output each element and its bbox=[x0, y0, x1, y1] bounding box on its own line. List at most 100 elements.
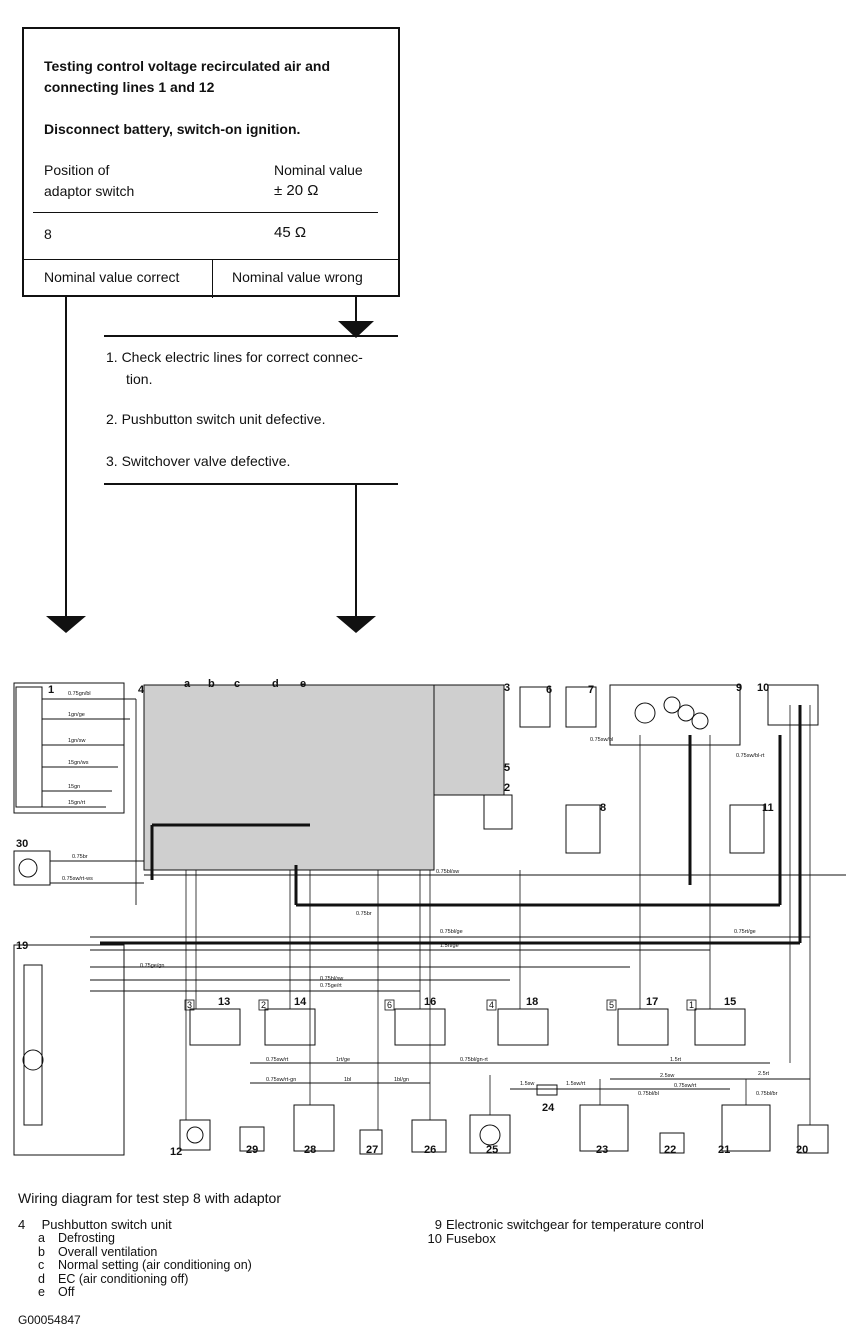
wire-label: 1bl/gn bbox=[394, 1077, 409, 1083]
diagram-caption: Wiring diagram for test step 8 with adap… bbox=[18, 1190, 282, 1206]
component-8-box bbox=[565, 804, 601, 854]
wire-label: 0.75bl/bl bbox=[638, 1091, 659, 1097]
result-wrong: Nominal value wrong bbox=[232, 269, 363, 285]
legend-item-4: 4 Pushbutton switch unit bbox=[18, 1217, 172, 1232]
wire-label: 1gn/sw bbox=[68, 738, 85, 744]
component-number-4: 4 bbox=[138, 684, 145, 696]
wire-label: 0.75bl/gn-rt bbox=[460, 1057, 488, 1063]
col2-header-line2: ± 20 Ω bbox=[274, 182, 319, 199]
wire-label: 0.75ge/gn bbox=[140, 963, 164, 969]
component-number-14: 14 bbox=[294, 996, 307, 1008]
switch-letter-e: e bbox=[300, 678, 306, 690]
switch-letter-c: c bbox=[234, 678, 240, 690]
boxed-number-2: 2 bbox=[261, 1000, 266, 1010]
wire-label: 0.75sw/rt bbox=[266, 1057, 289, 1063]
switch-letter-d: d bbox=[272, 678, 279, 690]
wire-label: 1.5sw bbox=[520, 1081, 534, 1087]
wire-label: 15gn/ws bbox=[68, 760, 89, 766]
component-number-30: 30 bbox=[16, 838, 28, 850]
component-29-box bbox=[239, 1126, 265, 1152]
wire-label: 0.75sw/rt bbox=[674, 1083, 697, 1089]
test-instruction: Disconnect battery, switch-on ignition. bbox=[44, 121, 301, 137]
component-26-box bbox=[411, 1119, 447, 1153]
boxed-number-frame bbox=[258, 999, 269, 1011]
component-number-26: 26 bbox=[424, 1144, 436, 1156]
row-nominal-value: 45 Ω bbox=[274, 224, 307, 241]
motor-12-box bbox=[179, 1119, 211, 1151]
component-3-box bbox=[433, 684, 505, 796]
boxed-number-1: 1 bbox=[689, 1000, 694, 1010]
pushbutton-switch-unit bbox=[143, 684, 435, 871]
valve-15-box bbox=[694, 1008, 746, 1046]
wire-label: 1bl bbox=[344, 1077, 351, 1083]
wire-label: 2.5sw bbox=[660, 1073, 674, 1079]
test-procedure-box: Testing control voltage recirculated air… bbox=[22, 27, 400, 298]
boxed-number-frame bbox=[184, 999, 195, 1011]
boxed-number-3: 3 bbox=[187, 1000, 192, 1010]
check-item-1-line2: tion. bbox=[126, 371, 153, 387]
test-title-line1: Testing control voltage recirculated air… bbox=[44, 58, 331, 74]
component-11-box bbox=[729, 804, 765, 854]
component-number-15: 15 bbox=[724, 996, 736, 1008]
component-number-11: 11 bbox=[762, 802, 774, 814]
result-correct: Nominal value correct bbox=[44, 269, 180, 285]
wire-label: 0.75bl/sw bbox=[436, 869, 459, 875]
wire-label: 0.75br bbox=[356, 911, 372, 917]
arrow-down-icon bbox=[336, 616, 376, 633]
component-22-box bbox=[659, 1132, 685, 1154]
component-27-box bbox=[359, 1129, 383, 1155]
component-number-21: 21 bbox=[718, 1144, 730, 1156]
component-number-23: 23 bbox=[596, 1144, 608, 1156]
component-1-box bbox=[15, 686, 43, 808]
component-19-box bbox=[13, 944, 125, 1156]
arrow-down-icon bbox=[338, 321, 374, 338]
test-title-line2: connecting lines 1 and 12 bbox=[44, 79, 215, 95]
switch-letter-b: b bbox=[208, 678, 215, 690]
component-number-5: 5 bbox=[504, 762, 510, 774]
boxed-number-frame bbox=[606, 999, 617, 1011]
component-number-25: 25 bbox=[486, 1144, 498, 1156]
wire-label: 0.75gn/bl bbox=[68, 691, 91, 697]
component-number-3: 3 bbox=[504, 682, 510, 694]
valve-14-box bbox=[264, 1008, 316, 1046]
check-item-3: 3. Switchover valve defective. bbox=[106, 453, 291, 469]
valve-17-box bbox=[617, 1008, 669, 1046]
table-divider bbox=[33, 212, 378, 213]
figure-id: G00054847 bbox=[18, 1313, 81, 1327]
row-position: 8 bbox=[44, 226, 52, 242]
col2-header-line1: Nominal value bbox=[274, 162, 363, 178]
resistor-24-box bbox=[536, 1084, 558, 1096]
wire-label: 0.75br bbox=[72, 854, 88, 860]
wire-label: 0.75bl/br bbox=[756, 1091, 778, 1097]
switchgear-9-box bbox=[609, 684, 741, 746]
component-number-13: 13 bbox=[218, 996, 230, 1008]
arrow-down-icon bbox=[46, 616, 86, 633]
wire-label: 1rt/ge bbox=[336, 1057, 350, 1063]
wire-label: 2.5rt bbox=[758, 1071, 769, 1077]
wire-label: 0.75bl/ge bbox=[440, 929, 463, 935]
wire-label: 0.75bl/sw bbox=[320, 976, 343, 982]
relay-28-box bbox=[293, 1104, 335, 1152]
component-number-16: 16 bbox=[424, 996, 436, 1008]
valve-13-box bbox=[189, 1008, 241, 1046]
wire-label: 0.75sw/bl-rt bbox=[736, 753, 765, 759]
component-20-box bbox=[797, 1124, 829, 1154]
boxed-number-6: 6 bbox=[387, 1000, 392, 1010]
component-6-box bbox=[519, 686, 551, 728]
component-number-6: 6 bbox=[546, 684, 552, 696]
relay-23-box bbox=[579, 1104, 629, 1152]
boxed-number-frame bbox=[686, 999, 697, 1011]
valve-18-box bbox=[497, 1008, 549, 1046]
wire-label: 1.5rt bbox=[670, 1057, 681, 1063]
component-number-7: 7 bbox=[588, 684, 594, 696]
wire-label: 15gn/rt bbox=[68, 800, 86, 806]
wire-label: 0.75ge/rt bbox=[320, 983, 342, 989]
